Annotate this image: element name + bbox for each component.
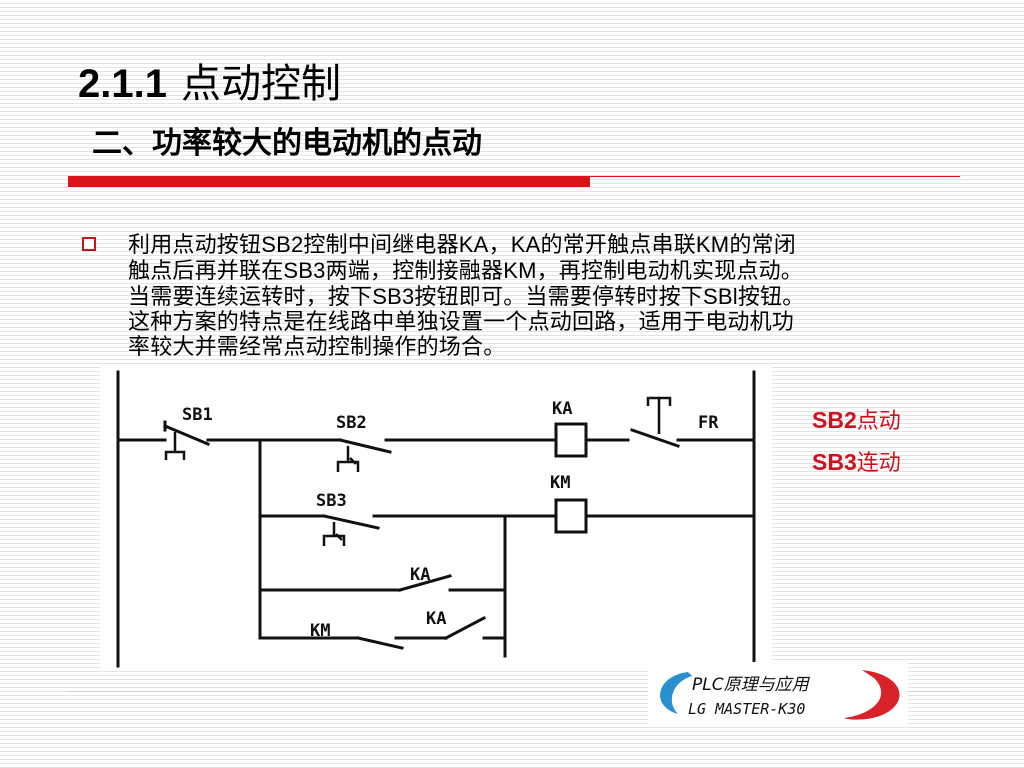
title-underline-thick: [68, 176, 590, 187]
sb3-contact: [322, 514, 380, 530]
sb2-button-icon: [336, 446, 360, 472]
legend-row-sb2: SB2点动: [812, 407, 901, 434]
ka-contact-lower: [443, 615, 487, 641]
title-number: 2.1.1: [78, 62, 167, 106]
legend-row-sb3: SB3连动: [812, 449, 901, 476]
course-logo: PLC原理与应用 LG MASTER-K30: [648, 662, 908, 724]
sb1-button-icon: [164, 432, 186, 460]
square-bullet-icon: [82, 237, 96, 251]
fr-thermal-icon: [646, 396, 672, 434]
km-contact: [356, 636, 404, 650]
fr-contact: [630, 428, 680, 448]
circuit-diagram: SB1 SB2 SB3 KA KM FR KA KA KM: [100, 366, 772, 668]
title-text: 点动控制: [180, 61, 341, 107]
sb3-button-icon: [322, 522, 346, 546]
ka-contact-upper-label: KA: [410, 565, 430, 585]
ka-coil: [554, 422, 588, 458]
legend: SB2点动 SB3连动: [812, 408, 901, 492]
slide-title: 2.1.1 点动控制: [78, 58, 341, 110]
logo-swoosh-red: [844, 670, 900, 720]
km-coil-label: KM: [550, 473, 570, 493]
sb2-contact: [338, 438, 392, 454]
footer-divider: [68, 691, 960, 692]
sb3-label: SB3: [316, 491, 347, 511]
sb1-label: SB1: [182, 405, 213, 425]
km-coil: [554, 498, 588, 534]
sb1-contact: [163, 424, 210, 446]
ka-coil-label: KA: [552, 399, 572, 419]
slide-subtitle: 二、功率较大的电动机的点动: [92, 126, 482, 161]
ka-contact-upper: [398, 574, 452, 592]
ka-contact-lower-label: KA: [426, 609, 446, 629]
title-underline-thin: [590, 176, 960, 177]
logo-swoosh-blue: [660, 672, 692, 714]
logo-line2: LG MASTER-K30: [688, 700, 805, 718]
km-contact-label: KM: [310, 621, 330, 641]
logo-line1: PLC原理与应用: [692, 675, 811, 695]
body-paragraph: 利用点动按钮SB2控制中间继电器KA，KA的常开触点串联KM的常闭 触点后再并联…: [128, 232, 805, 360]
sb2-label: SB2: [336, 413, 367, 433]
fr-label: FR: [698, 413, 719, 433]
